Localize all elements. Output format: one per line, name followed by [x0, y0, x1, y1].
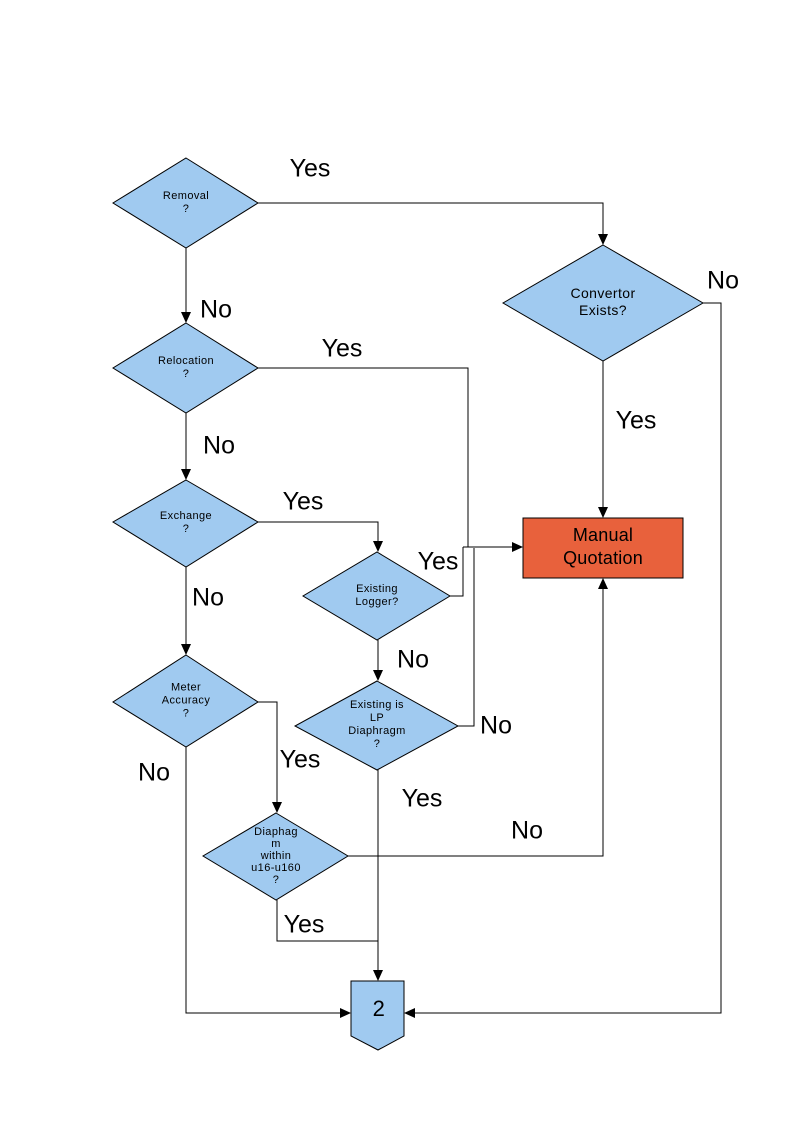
existing-logger-label: Existing Logger? [355, 583, 399, 608]
diaphragm-range-no-label: No [511, 816, 543, 845]
meter-accuracy-diamond [112, 654, 259, 748]
arrowhead-into-lp-diaphragm [373, 670, 383, 681]
manual-quotation-box [522, 517, 684, 579]
arrowhead-into-convertor [598, 234, 608, 245]
removal-label: Removal ? [162, 190, 210, 215]
edge-meter-accuracy-yes [258, 701, 282, 813]
lp-diaphragm-label: Existing is LP Diaphragm ? [348, 699, 406, 750]
diaphragm-range-yes-label: Yes [283, 910, 325, 939]
arrowhead-into-diaphragm-range [272, 802, 282, 813]
exchange-label: Exchange ? [159, 510, 213, 535]
removal-yes-label: Yes [289, 154, 331, 183]
removal-diamond [112, 157, 259, 249]
arrowhead-into-existing-logger [373, 541, 383, 552]
exchange-yes-label: Yes [282, 487, 324, 516]
edge-lp-diaphragm-no [458, 548, 475, 727]
arrowhead-into-manual-quotation-bottom [598, 578, 608, 589]
diaphragm-range-diamond [202, 812, 349, 901]
edge-diaphragm-range-no [348, 578, 608, 857]
convertor-yes-label: Yes [615, 406, 657, 435]
arrowhead-into-connector2-top [373, 970, 383, 981]
diaphragm-range-label: Diaphag m within u16-u160 ? [251, 826, 301, 886]
arrowhead-into-manual-quotation-left [512, 542, 523, 552]
meter-accuracy-label: Meter Accuracy ? [161, 681, 211, 720]
arrowhead-into-meter-accuracy [181, 644, 191, 655]
removal-no-label: No [200, 295, 232, 324]
edge-exchange-yes [258, 521, 383, 552]
edge-removal-yes [258, 202, 608, 245]
arrowhead-into-relocation [181, 312, 191, 323]
connector-2-label: 2 [372, 996, 386, 1021]
relocation-diamond [112, 322, 259, 414]
edge-lp-diaphragm-yes [373, 770, 383, 981]
edge-relocation-yes [258, 367, 469, 547]
lp-diaphragm-diamond [293, 680, 460, 771]
edge-meter-accuracy-no [185, 747, 351, 1018]
arrowhead-into-manual-quotation-top [598, 507, 608, 518]
existing-logger-diamond [302, 551, 451, 641]
convertor-no-label: No [707, 266, 739, 295]
arrowhead-into-exchange [181, 469, 191, 480]
edge-manual-quotation-entry [463, 542, 523, 552]
manual-quotation-label: Manual Quotation [563, 525, 643, 568]
lp-diaphragm-no-label: No [480, 711, 512, 740]
meter-accuracy-no-label: No [138, 758, 170, 787]
arrowhead-into-connector2-right [404, 1008, 415, 1018]
lp-diaphragm-yes-label: Yes [401, 784, 443, 813]
relocation-yes-label: Yes [321, 334, 363, 363]
exchange-diamond [112, 479, 259, 568]
edge-removal-no [181, 248, 191, 323]
edge-relocation-no [181, 413, 191, 480]
arrowhead-into-connector2-left [340, 1008, 351, 1018]
edge-existing-logger-no [373, 640, 383, 681]
edge-existing-logger-yes [450, 547, 464, 597]
existing-logger-no-label: No [397, 645, 429, 674]
meter-accuracy-yes-label: Yes [279, 745, 321, 774]
connector-2-pentagon [350, 980, 405, 1051]
exchange-no-label: No [192, 583, 224, 612]
edge-convertor-yes [598, 361, 608, 518]
convertor-exists-diamond [502, 244, 704, 362]
edge-diaphragm-range-yes [276, 900, 378, 942]
edge-exchange-no [181, 567, 191, 655]
existing-logger-yes-label: Yes [417, 547, 459, 576]
convertor-exists-label: Convertor Exists? [570, 285, 636, 318]
edge-convertor-no [404, 302, 722, 1018]
relocation-no-label: No [203, 431, 235, 460]
relocation-label: Relocation ? [158, 355, 214, 380]
